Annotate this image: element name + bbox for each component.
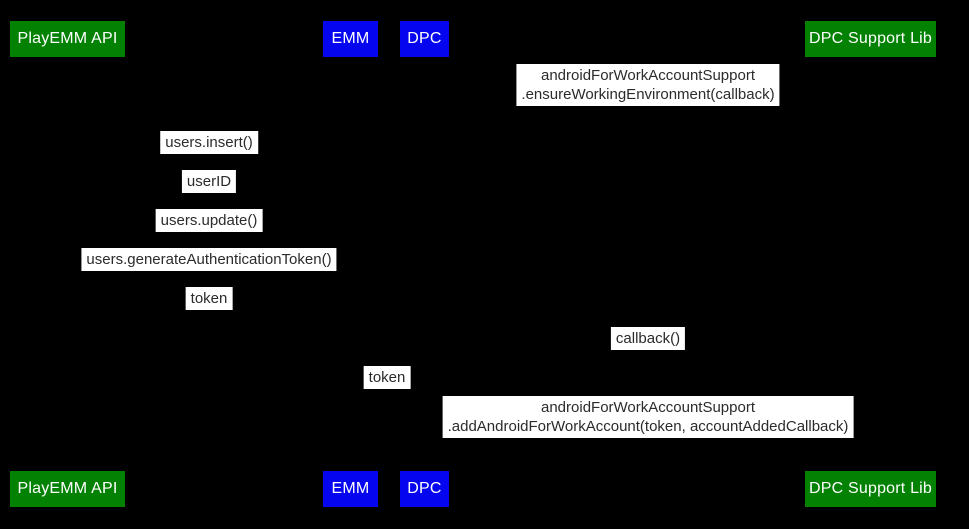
message-user-id: userID <box>181 170 237 193</box>
message-token-to-dpc: token <box>363 366 411 389</box>
message-add-android-for-work-account: androidForWorkAccountSupport .addAndroid… <box>442 396 854 438</box>
actor-dpc-support-lib-bottom: DPC Support Lib <box>805 471 936 507</box>
actor-emm-bottom: EMM <box>323 471 378 507</box>
actor-emm-top: EMM <box>323 21 378 57</box>
message-ensure-working-environment: androidForWorkAccountSupport .ensureWork… <box>516 64 780 106</box>
message-users-update: users.update() <box>155 209 263 232</box>
message-callback: callback() <box>610 327 686 350</box>
message-token-to-emm: token <box>185 287 233 310</box>
actor-dpc-support-lib-top: DPC Support Lib <box>805 21 936 57</box>
actor-dpc-top: DPC <box>400 21 449 57</box>
actor-playemm-api-bottom: PlayEMM API <box>10 471 125 507</box>
message-users-generate-authentication-token: users.generateAuthenticationToken() <box>81 248 337 271</box>
actor-dpc-bottom: DPC <box>400 471 449 507</box>
message-users-insert: users.insert() <box>160 131 258 154</box>
actor-playemm-api-top: PlayEMM API <box>10 21 125 57</box>
